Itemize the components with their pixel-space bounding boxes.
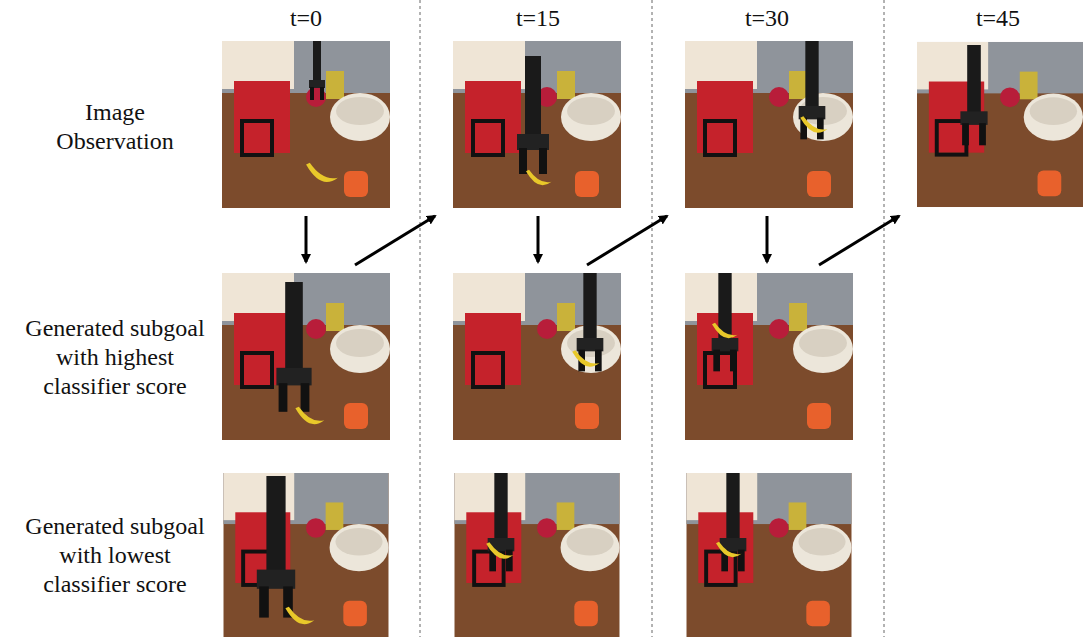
time-step-label: t=45 [938,4,1058,33]
worst-subgoal-image [224,473,852,637]
row-label: Image Observation [40,98,190,156]
flow-arrow [306,216,899,265]
column-divider [420,0,884,637]
row-label: Generated subgoal with highest classifie… [17,314,213,401]
best-subgoal-image [222,273,853,440]
time-step-label: t=30 [707,4,827,33]
time-step-label: t=0 [246,4,366,33]
observation-image [222,41,1083,208]
time-step-label: t=15 [478,4,598,33]
row-label: Generated subgoal with lowest classifier… [17,512,213,599]
